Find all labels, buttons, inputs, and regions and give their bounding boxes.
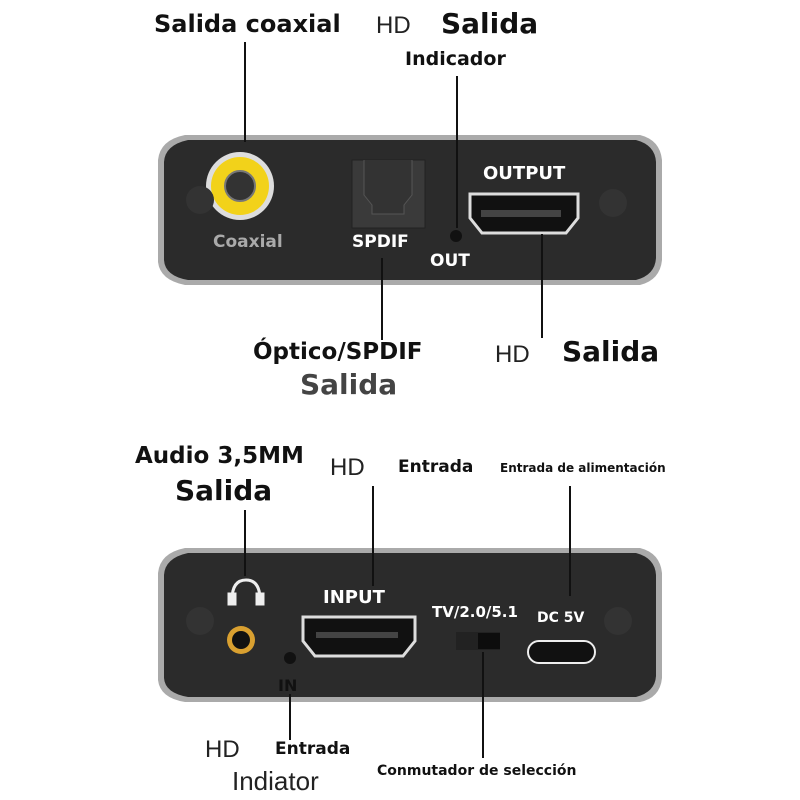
hd-output-indicator-callout: Salida — [441, 7, 539, 40]
dc-label: DC 5V — [537, 610, 585, 626]
usb-c-port — [527, 640, 596, 664]
input-port-label: INPUT — [323, 587, 385, 608]
out-led — [450, 230, 462, 242]
selector-switch-callout: Conmutador de selección — [377, 763, 577, 779]
leader-line — [244, 510, 246, 576]
hd-prefix: HD — [376, 12, 411, 39]
audio-output-callout: Audio 3,5MM — [135, 443, 304, 469]
leader-line — [541, 234, 543, 338]
hd-input-callout: Entrada — [398, 457, 474, 477]
hd-prefix: HD — [330, 454, 365, 481]
indicator-callout: Indicador — [405, 48, 506, 70]
leader-line — [372, 486, 374, 586]
bottom-device — [158, 548, 662, 702]
leader-line — [289, 694, 291, 740]
indicator-sub: Indiator — [232, 766, 319, 796]
audio-output-sub: Salida — [175, 474, 273, 507]
hd-prefix: HD — [205, 736, 240, 763]
in-led — [284, 652, 296, 664]
coaxial-output-callout: Salida coaxial — [154, 10, 341, 38]
leader-line — [456, 76, 458, 228]
hd-input-indicator-callout: Entrada — [275, 739, 351, 759]
optical-output-sub: Salida — [300, 368, 398, 401]
output-port-label: OUTPUT — [483, 163, 566, 184]
coaxial-port-label: Coaxial — [213, 232, 283, 252]
out-led-label: OUT — [430, 251, 470, 271]
spdif-port-label: SPDIF — [352, 232, 409, 252]
switch-mode-label: TV/2.0/5.1 — [432, 603, 518, 621]
leader-line — [244, 42, 246, 142]
top-device — [158, 135, 662, 285]
leader-line — [381, 258, 383, 340]
leader-line — [482, 652, 484, 758]
leader-line — [569, 486, 571, 596]
optical-output-callout: Óptico/SPDIF — [253, 339, 423, 365]
hd-prefix: HD — [495, 341, 530, 368]
hd-output-callout: Salida — [562, 335, 660, 368]
power-input-callout: Entrada de alimentación — [500, 461, 666, 475]
in-led-label: IN — [278, 676, 298, 695]
headphone-icon — [227, 578, 265, 606]
